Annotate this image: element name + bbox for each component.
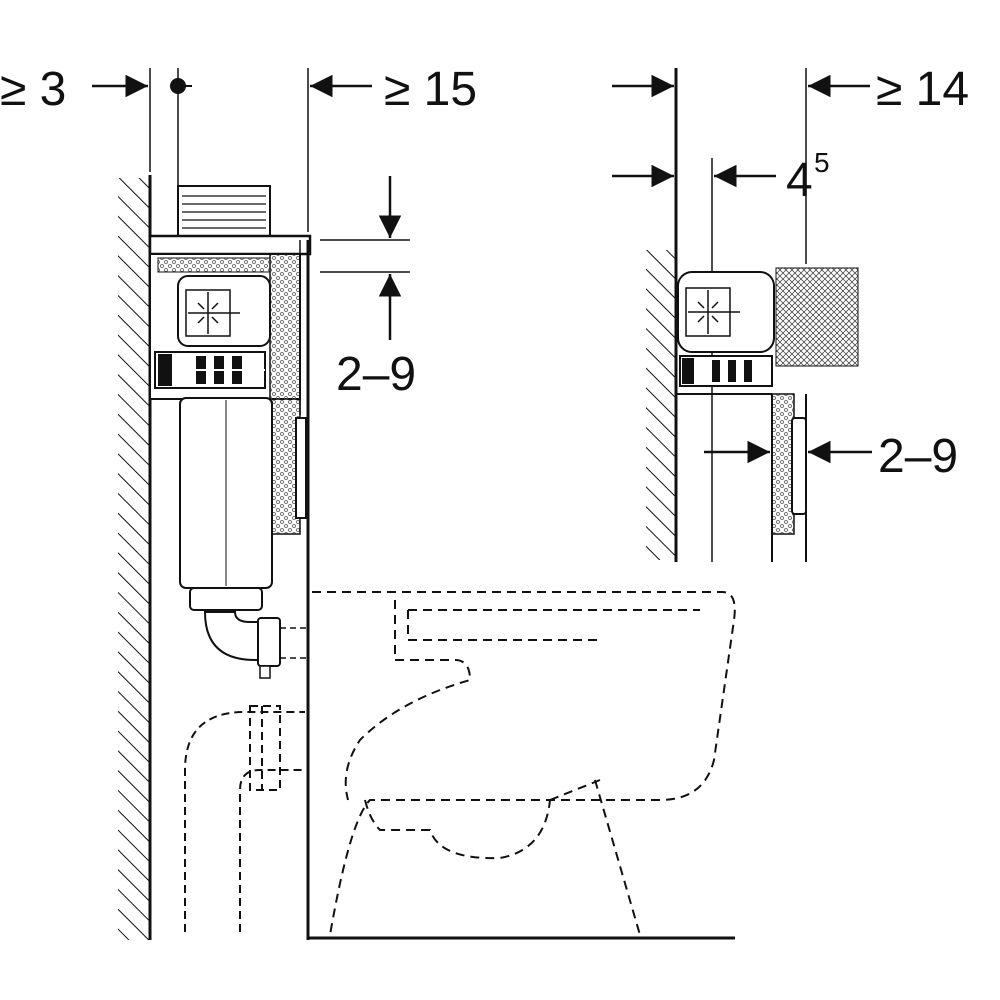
left-wall-hatch (118, 178, 150, 940)
label-front-gap-left: ≥ 15 (384, 63, 477, 116)
left-view (118, 175, 735, 940)
valve-cross-icon (188, 292, 240, 334)
right-cover-foam (771, 393, 795, 535)
right-actuator-plate (791, 417, 807, 515)
waste-pipe (184, 705, 305, 932)
reference-dot (170, 78, 186, 94)
label-cover-adjust-left: 2–9 (336, 348, 416, 401)
label-depth-right-sup: 5 (814, 147, 830, 178)
label-front-gap-right: ≥ 14 (876, 63, 969, 116)
label-depth-right: 4 (786, 154, 813, 207)
right-insulation-mesh (775, 267, 859, 367)
frame-top-plate (148, 234, 312, 256)
right-valve-cross-icon (688, 290, 740, 334)
left-dimensions (149, 68, 410, 273)
toilet-bowl-outline (312, 591, 736, 936)
label-cover-adjust-right: 2–9 (878, 430, 958, 483)
right-wall-hatch (646, 250, 676, 560)
right-view (646, 68, 859, 562)
label-left-wall-gap: ≥ 3 (0, 63, 66, 116)
actuator-plate (295, 417, 307, 519)
